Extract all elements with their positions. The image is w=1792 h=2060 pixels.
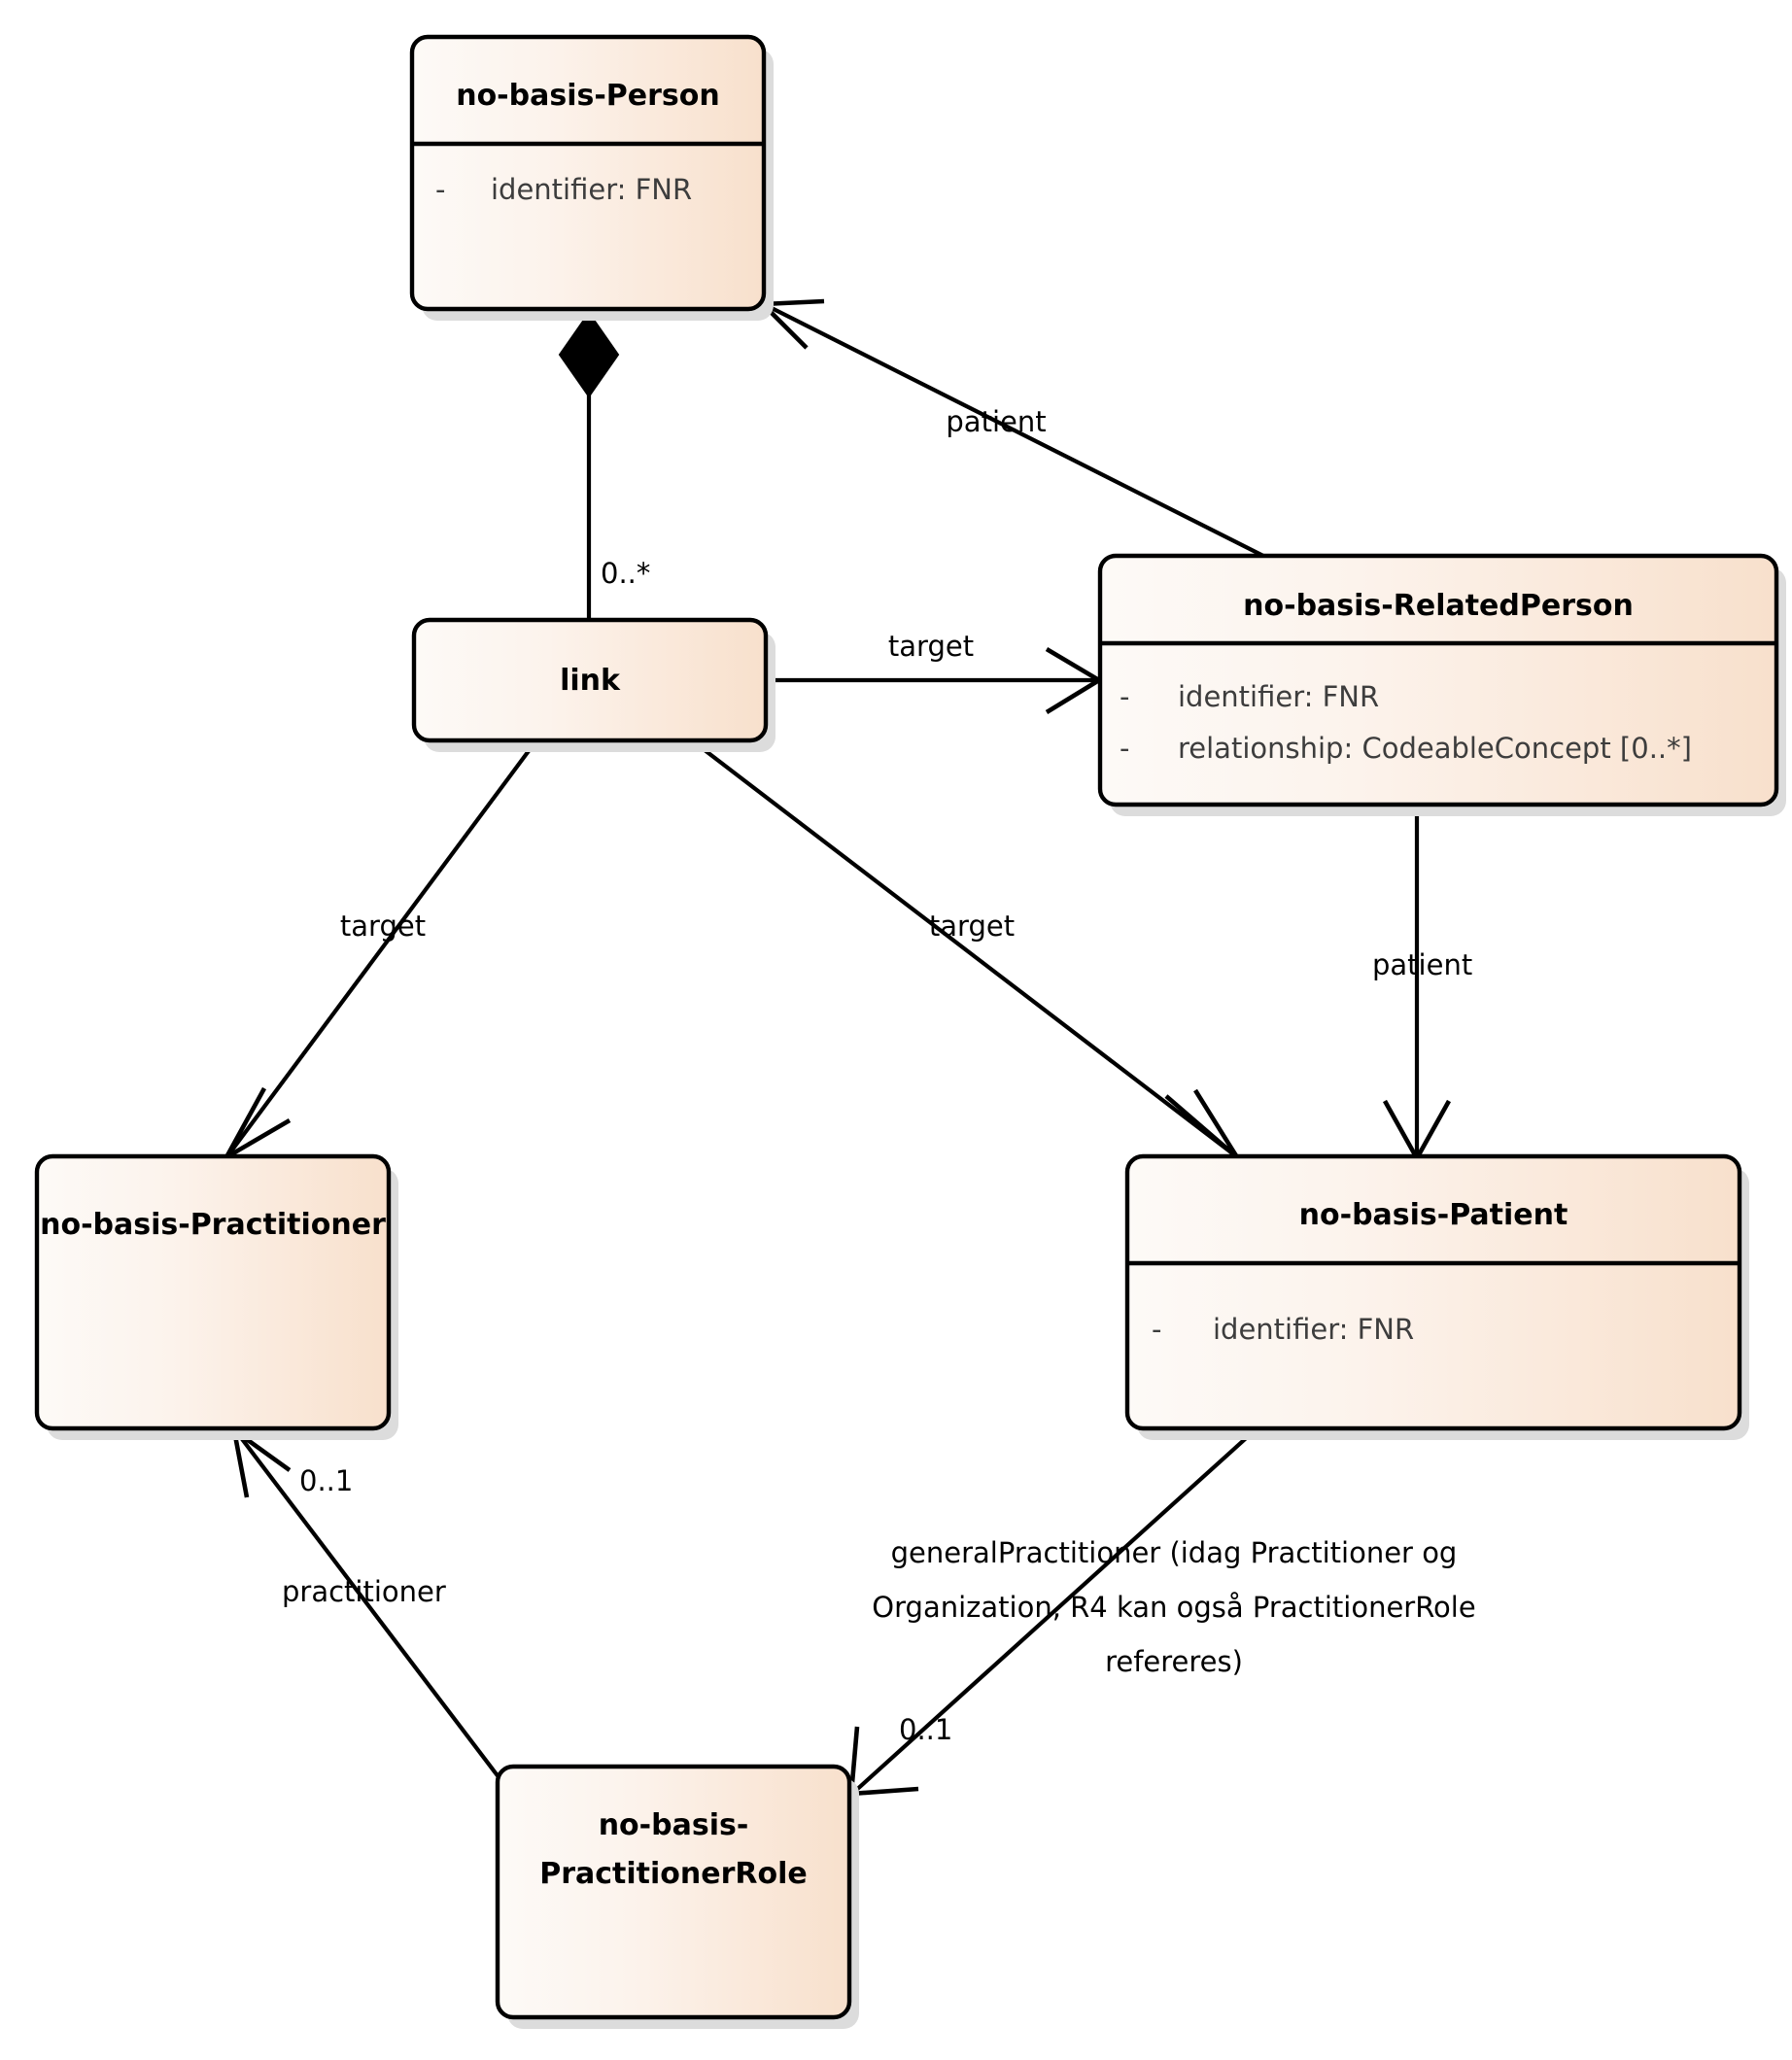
class-box-person[interactable]: no-basis-Person - identifier: FNR — [409, 34, 774, 321]
class-box-practitioner[interactable]: no-basis-Practitioner — [34, 1153, 398, 1440]
edge-link-relatedperson: target — [768, 630, 1104, 714]
class-box-relatedperson[interactable]: no-basis-RelatedPerson - identifier: FNR… — [1097, 553, 1786, 816]
class-attr-relatedperson-relationship: relationship: CodeableConcept [0..*] — [1178, 732, 1692, 765]
class-name-practitioner: no-basis-Practitioner — [40, 1208, 386, 1242]
class-attr-relatedperson-identifier: identifier: FNR — [1178, 680, 1379, 713]
class-name-link: link — [560, 664, 621, 698]
class-attr-patient-identifier: identifier: FNR — [1213, 1313, 1414, 1346]
class-box-practitionerrole[interactable]: no-basis- PractitionerRole — [495, 1764, 859, 2029]
edge-label-relatedperson-person: patient — [946, 405, 1046, 438]
class-attr-visibility: - — [1120, 680, 1129, 713]
edge-relatedperson-person: patient — [757, 298, 1264, 558]
edge-label-person-link-multiplicity: 0..* — [601, 557, 650, 590]
edge-label-relatedperson-patient: patient — [1372, 948, 1472, 981]
class-name-patient: no-basis-Patient — [1299, 1198, 1568, 1232]
class-attr-visibility: - — [1120, 732, 1129, 765]
edge-label-patient-role-line3: refereres) — [1105, 1645, 1243, 1678]
edge-label-link-practitioner: target — [340, 910, 426, 943]
class-name-practitionerrole-line1: no-basis- — [599, 1808, 749, 1842]
class-name-person: no-basis-Person — [456, 79, 720, 113]
class-attr-visibility: - — [435, 173, 445, 206]
edge-patient-practitionerrole: 0..1 generalPractitioner (idag Practitio… — [848, 1429, 1476, 1797]
edge-label-patient-role-line2: Organization, R4 kan også PractitionerRo… — [872, 1591, 1475, 1624]
edge-label-link-patient: target — [929, 910, 1015, 943]
edge-link-practitioner: target — [220, 738, 538, 1164]
edge-label-patient-role-multiplicity: 0..1 — [899, 1713, 952, 1746]
edge-label-link-relatedperson: target — [888, 630, 974, 663]
class-box-patient[interactable]: no-basis-Patient - identifier: FNR — [1124, 1153, 1749, 1440]
edge-practitionerrole-practitioner: 0..1 practitioner — [230, 1425, 507, 1788]
class-attr-visibility: - — [1152, 1313, 1161, 1346]
class-name-practitionerrole-line2: PractitionerRole — [539, 1857, 808, 1891]
edge-label-role-practitioner-multiplicity: 0..1 — [299, 1464, 353, 1497]
class-name-relatedperson: no-basis-RelatedPerson — [1243, 589, 1634, 623]
edge-label-patient-role-line1: generalPractitioner (idag Practitioner o… — [891, 1536, 1458, 1569]
class-attr-person-identifier: identifier: FNR — [491, 173, 692, 206]
edge-person-link: 0..* — [558, 309, 650, 622]
edge-relatedperson-patient: patient — [1372, 816, 1472, 1163]
edge-label-role-practitioner: practitioner — [282, 1575, 446, 1608]
class-box-link[interactable]: link — [411, 617, 775, 752]
